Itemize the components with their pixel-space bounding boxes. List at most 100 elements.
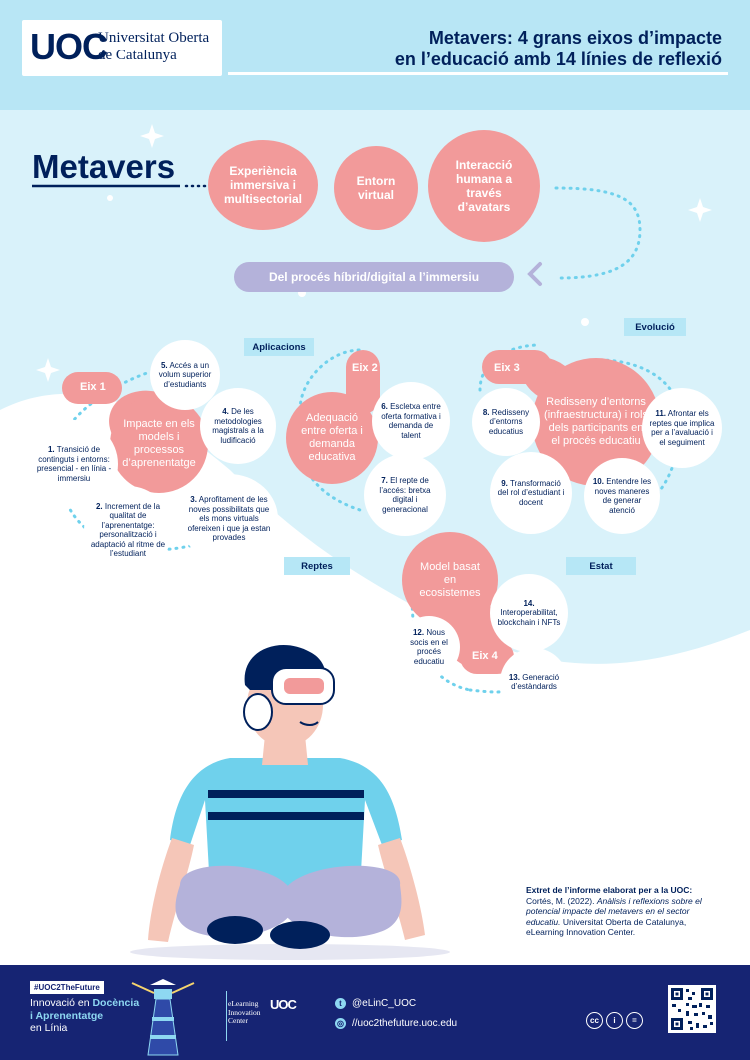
twitter-link[interactable]: t @eLinC_UOC: [335, 998, 416, 1009]
source-work: Anàlisis i reflexions sobre el potencial…: [526, 895, 702, 927]
innov-line2: i Aprenentatge: [30, 1009, 104, 1022]
divider: [226, 991, 227, 1041]
intro-circle-avatars: Interacció humana a través d’avatars: [428, 130, 540, 242]
footer: #UOC2TheFuture Innovació en Docència i A…: [0, 965, 750, 1060]
line-item-3: 3. Aprofitament de les noves possibilita…: [180, 474, 278, 564]
line-item-text: Generació d’estàndards: [511, 672, 560, 692]
page-title-line1: Metavers: 4 grans eixos d’impacte: [428, 28, 722, 48]
creative-commons-icon: cc: [586, 1012, 603, 1029]
line-item-number: 2.: [95, 501, 103, 511]
line-item-text: Redisseny d’entorns educatius: [488, 407, 530, 436]
intro-circle-immersive: Experiència immersiva i multisectorial: [208, 140, 318, 230]
line-item-number: 7.: [381, 476, 388, 485]
line-item-6: 6. Escletxa entre oferta formativa i dem…: [372, 382, 450, 460]
elic-logo-text: eLearning Innovation Center: [228, 999, 261, 1026]
logo-mark: UOC: [30, 26, 108, 67]
divider: [98, 47, 222, 50]
line-item-number: 11.: [655, 409, 666, 418]
line-item-text: Afrontar els reptes que implica per a l’…: [649, 409, 715, 447]
line-item-text: Interoperabilitat, blockchain i NFTs: [497, 608, 561, 627]
line-item-number: 4.: [222, 407, 229, 416]
line-item-5: 5. Accés a un volum superior d’estudiant…: [150, 340, 220, 410]
intro-circle-label: Interacció humana a través d’avatars: [455, 158, 513, 214]
page-title-line2: en l’educació amb 14 línies de reflexió: [394, 49, 722, 69]
line-item-number: 1.: [47, 445, 55, 454]
title-underline: [32, 184, 220, 188]
no-derivatives-icon: =: [626, 1012, 643, 1029]
line-item-11: 11. Afrontar els reptes que implica per …: [642, 388, 722, 468]
source-author: Cortés, M. (2022).: [526, 895, 595, 906]
line-item-14: 14. Interoperabilitat, blockchain i NFTs: [490, 574, 568, 652]
lighthouse-icon: [131, 979, 195, 1056]
tag-evolucio: Evolució: [624, 318, 686, 336]
eix1-circle: Impacte en els models i processos d’apre…: [110, 395, 208, 493]
eix4-label: Eix 4: [472, 650, 498, 662]
intro-circle-virtual: Entorn virtual: [334, 146, 418, 230]
line-item-text: Entendre les noves maneres de generar at…: [594, 477, 652, 515]
tag-reptes: Reptes: [284, 557, 350, 575]
line-item-number: 12.: [412, 628, 425, 637]
eix4-title: Model basat en ecosistemes: [419, 560, 481, 599]
line-item-text: Increment de la qualitat de l’aprenentat…: [90, 501, 166, 559]
elic-line2: Innovation: [228, 1007, 261, 1017]
elic-line3: Center: [228, 1016, 248, 1025]
tag-aplicacions: Aplicacions: [244, 338, 314, 356]
innov-line1a: Innovació en: [30, 997, 90, 1009]
qr-code-icon[interactable]: [668, 985, 716, 1033]
eix4-circle: Model basat en ecosistemes: [402, 532, 498, 628]
line-item-text: Nous socis en el procés educatiu: [410, 628, 448, 666]
hashtag[interactable]: #UOC2TheFuture: [30, 981, 104, 994]
twitter-icon: t: [335, 998, 346, 1009]
eix3-title: Redisseny d’entorns (infraestructura) i …: [544, 396, 648, 447]
line-item-text: De les metodologies magistrals a la ludi…: [212, 407, 264, 445]
line-item-number: 9.: [501, 478, 508, 488]
line-item-number: 14.: [523, 598, 535, 608]
intro-circle-label: Entorn virtual: [356, 174, 396, 202]
source-heading: Extret de l’informe elaborat per a la UO…: [526, 885, 693, 895]
eix2-label: Eix 2: [352, 362, 378, 374]
line-item-number: 6.: [381, 402, 388, 411]
attribution-icon: i: [606, 1012, 623, 1029]
web-link[interactable]: ◎ //uoc2thefuture.uoc.edu: [335, 1018, 457, 1029]
logo-name-line2: de Catalunya: [98, 47, 177, 63]
innov-line1b: Docència: [92, 997, 140, 1009]
line-item-number: 10.: [592, 477, 604, 486]
metavers-title: Metavers: [32, 148, 176, 185]
elic-logo-mark: UOC: [270, 997, 297, 1012]
line-item-9: 9. Transformació del rol d’estudiant i d…: [490, 452, 572, 534]
line-item-2: 2. Increment de la qualitat de l’aprenen…: [84, 486, 172, 574]
globe-icon: ◎: [335, 1018, 346, 1029]
logo-name-line1: Universitat Oberta: [98, 30, 210, 46]
intro-circle-label: Experiència immersiva i multisectorial: [223, 164, 303, 206]
eix2-title: Adequació entre oferta i demanda educati…: [301, 412, 363, 463]
elic-line1: eLearning: [228, 999, 259, 1008]
line-item-number: 8.: [482, 407, 490, 417]
line-item-10: 10. Entendre les noves maneres de genera…: [584, 458, 660, 534]
eix1-label: Eix 1: [80, 381, 106, 393]
vr-person-illustration: [130, 644, 450, 960]
line-item-text: Accés a un volum superior d’estudiants: [158, 360, 212, 389]
hybrid-to-immersive-banner: Del procés híbrid/digital a l’immersiu: [234, 262, 514, 292]
innov-line3: en Línia: [30, 1022, 68, 1034]
web-url: //uoc2thefuture.uoc.edu: [352, 1018, 458, 1029]
line-item-text: El repte de l’accés: bretxa digital i ge…: [379, 476, 431, 514]
line-item-12: 12. Nous socis en el procés educatiu: [398, 616, 460, 678]
line-item-text: Transformació del rol d’estudiant i doce…: [497, 478, 565, 507]
source-publisher: Universitat Oberta de Catalunya, eLearni…: [526, 916, 687, 938]
line-item-8: 8. Redisseny d’entorns educatius: [472, 388, 540, 456]
line-item-4: 4. De les metodologies magistrals a la l…: [200, 388, 276, 464]
line-item-1: 1. Transició de continguts i entorns: pr…: [30, 420, 118, 508]
divider: [228, 72, 728, 75]
line-item-13: 13. Generació d’estàndards: [500, 648, 568, 716]
page-title: Metavers: 4 grans eixos d’impacte en l’e…: [362, 28, 722, 70]
line-item-text: Escletxa entre oferta formativa i demand…: [381, 402, 441, 440]
chevron-left-icon: [527, 262, 542, 286]
twitter-handle: @eLinC_UOC: [352, 998, 417, 1009]
eix1-connector: [62, 372, 122, 404]
line-item-number: 3.: [190, 495, 197, 505]
line-item-text: Transició de continguts i entorns: prese…: [36, 445, 112, 483]
eix3-label: Eix 3: [494, 362, 520, 374]
source-citation: Extret de l’informe elaborat per a la UO…: [526, 885, 726, 938]
eix1-title: Impacte en els models i processos d’apre…: [122, 418, 196, 469]
logo-name: Universitat Oberta de Catalunya: [98, 30, 209, 64]
